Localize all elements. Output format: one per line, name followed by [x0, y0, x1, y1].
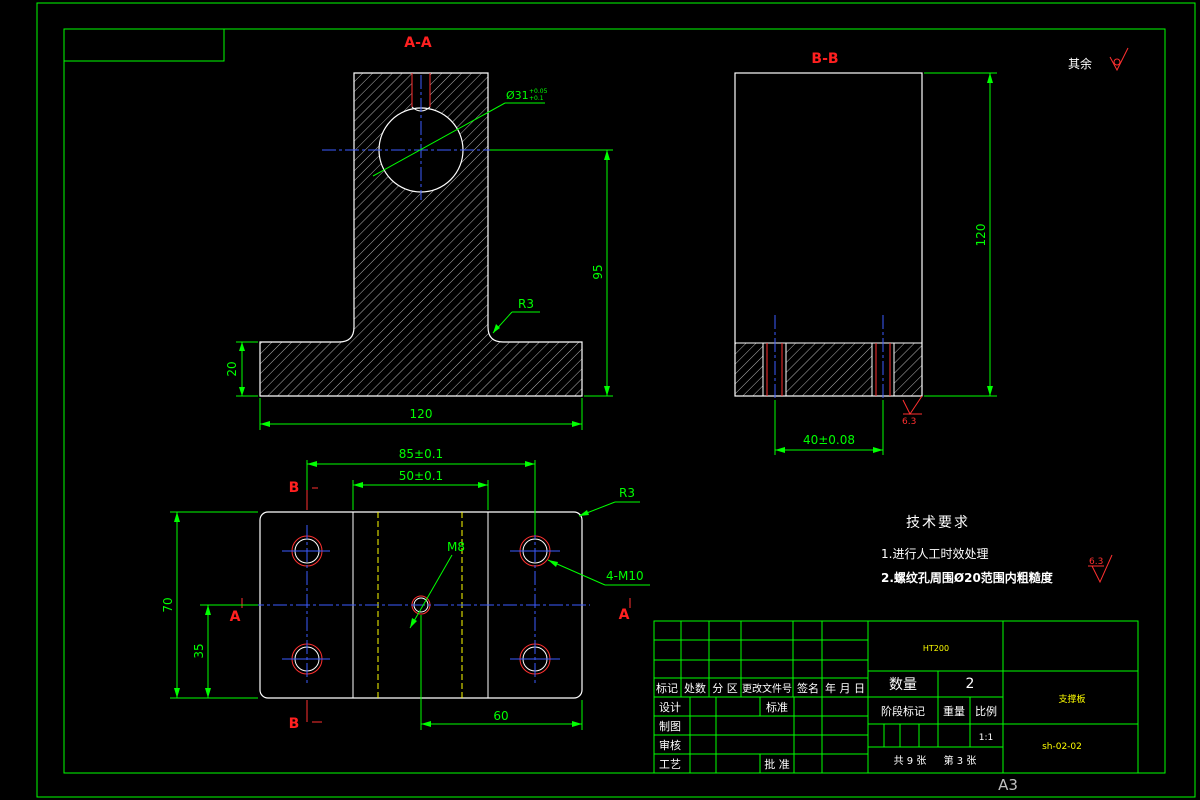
tb-sheet-no: 第 3 张 — [944, 754, 977, 767]
dimensions-aa_bore_tol_lower: +0.1 — [529, 95, 544, 102]
plan-width-dim: 70 — [161, 597, 175, 612]
plan-outer-spacing-dim: 85±0.1 — [399, 447, 443, 461]
section-bb-label: B-B — [811, 51, 838, 67]
plan-view: B B A A 85±0.1 50±0.1 R3 M8 4-M10 — [161, 447, 650, 732]
technical-requirements: 技术要求 1.进行人工时效处理 2.螺纹孔周围Ø20范围内粗糙度 6.3 — [881, 515, 1113, 585]
aa-bore-dim: Ø31 — [506, 89, 529, 102]
tb-header-date: 年 月 日 — [825, 681, 865, 695]
roughness-rest-symbol — [1109, 47, 1129, 72]
plan-center-thread-dim: M8 — [447, 540, 465, 554]
tb-approve: 批 准 — [764, 757, 790, 771]
aa-height-dim: 95 — [591, 264, 605, 279]
bb-spacing-dim: 40±0.08 — [803, 433, 855, 447]
roughness-rest-label: 其余 — [1068, 56, 1092, 71]
bb-roughness-symbol — [902, 395, 923, 415]
tb-scale-value: 1:1 — [979, 733, 993, 743]
tb-drawing-no: sh-02-02 — [1042, 742, 1082, 752]
tb-weight-label: 重量 — [943, 704, 965, 718]
tb-header-sign: 签名 — [797, 681, 819, 695]
section-aa-label: A-A — [404, 35, 432, 51]
sheet-size-label: A3 — [998, 776, 1018, 794]
dimensions-bb_roughness: 6.3 — [902, 417, 916, 427]
section-bb-view: B-B 120 40±0.08 6.3 — [734, 51, 997, 455]
cut-a-left-label: A — [230, 609, 241, 625]
tb-quantity-label: 数量 — [889, 677, 917, 693]
tech-req-item-1: 1.进行人工时效处理 — [881, 546, 988, 561]
plan-inner-spacing-dim: 50±0.1 — [399, 469, 443, 483]
plan-radius-dim: R3 — [619, 486, 635, 500]
aa-radius-dim: R3 — [518, 297, 534, 311]
tb-design: 设计 — [659, 701, 681, 714]
bb-outline — [734, 72, 923, 397]
aa-width-dim: 120 — [410, 407, 433, 421]
tb-header-zone: 分 区 — [712, 682, 738, 695]
tb-header-count: 处数 — [684, 682, 706, 695]
tb-sheets-total: 共 9 张 — [894, 755, 927, 767]
tb-standard: 标准 — [766, 700, 788, 714]
tb-quantity-value: 2 — [966, 676, 975, 692]
cut-b-top-label: B — [289, 480, 300, 496]
code-box — [63, 28, 225, 62]
tb-scale-label: 比例 — [975, 704, 997, 718]
tb-review: 审核 — [659, 738, 681, 752]
cut-a-right-label: A — [619, 607, 630, 623]
dimensions-aa_bore_tol_upper: +0.05 — [529, 88, 548, 95]
aa-outline — [259, 72, 583, 397]
section-aa-view: A-A Ø31 +0.05 +0.1 95 R3 — [225, 35, 613, 430]
plan-threads-dim: 4-M10 — [606, 569, 644, 583]
roughness-rest: 其余 — [1068, 47, 1129, 72]
tb-part-name: 支撑板 — [1058, 693, 1085, 705]
tech-req-item-2: 2.螺纹孔周围Ø20范围内粗糙度 — [881, 570, 1054, 585]
roughness-tech_roughness: 6.3 — [1089, 557, 1103, 567]
tb-draw: 制图 — [659, 720, 681, 733]
tb-header-change: 更改文件号 — [742, 682, 792, 695]
tb-process: 工艺 — [659, 758, 681, 771]
sheet-border — [36, 2, 1196, 798]
aa-base-dim: 20 — [225, 361, 239, 376]
tech-req-title: 技术要求 — [906, 515, 970, 531]
tb-header-mark: 标记 — [656, 681, 678, 695]
cut-b-bottom-label: B — [289, 716, 300, 732]
plan-half-width-dim: 35 — [192, 643, 206, 658]
tech-req-roughness-symbol — [1091, 554, 1113, 584]
title-block — [653, 620, 1139, 774]
bb-height-dim: 120 — [974, 224, 988, 247]
title-block-text: 标记 处数 分 区 更改文件号 签名 年 月 日 设计 标准 制图 审核 工艺 … — [656, 644, 1086, 771]
tb-material: HT200 — [923, 644, 949, 653]
plan-offset-dim: 60 — [493, 709, 508, 723]
tb-stage-label: 阶段标记 — [881, 704, 925, 718]
